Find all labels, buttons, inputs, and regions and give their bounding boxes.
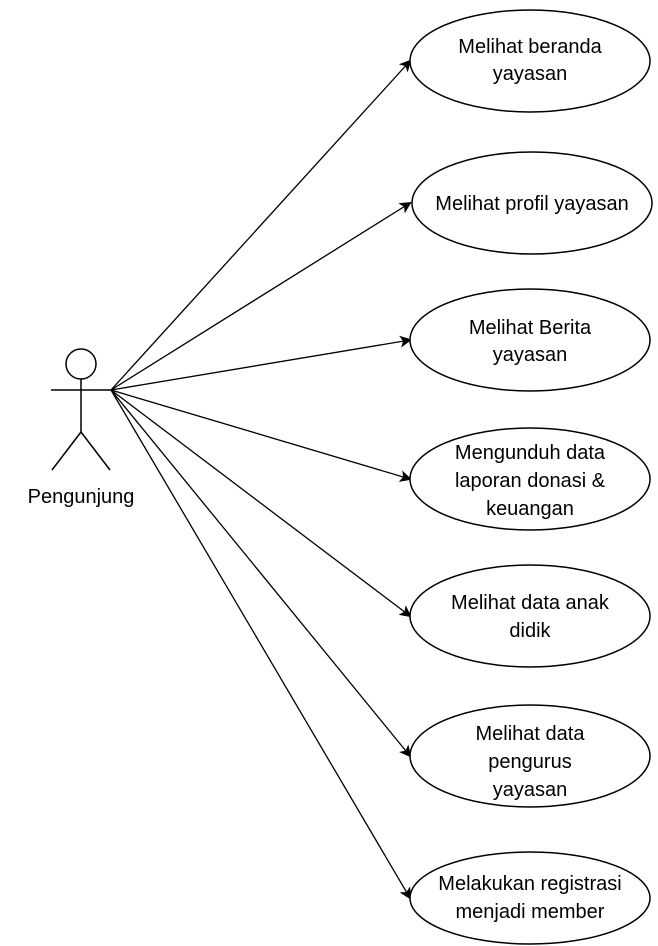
use-case-5-line-2: didik	[509, 620, 551, 642]
association-uc4	[110, 389, 412, 482]
use-case-1-line-1: Melihat beranda	[458, 36, 602, 58]
use-case-7-line-2: menjadi member	[456, 901, 605, 923]
actor-head	[65, 348, 97, 380]
associations	[110, 59, 412, 900]
use-case-6-line-1: Melihat data	[476, 723, 586, 745]
association-uc6	[110, 389, 412, 758]
actor-pengunjung: Pengunjung	[28, 348, 135, 508]
use-case-6-line-2: pengurus	[488, 751, 571, 773]
use-case-2-line-1: Melihat profil yayasan	[435, 193, 628, 215]
use-case-mengunduh-data: Mengunduh data laporan donasi & keuangan	[409, 427, 651, 531]
association-uc3	[110, 335, 412, 391]
actor-left-leg	[51, 431, 82, 471]
use-case-6-line-3: yayasan	[493, 779, 568, 801]
use-case-1-line-2: yayasan	[493, 63, 568, 85]
use-case-4-line-1: Mengunduh data	[455, 442, 606, 464]
use-case-5-line-1: Melihat data anak	[451, 592, 610, 614]
use-case-4-line-2: laporan donasi &	[455, 470, 606, 492]
association-uc5	[110, 389, 412, 618]
use-case-7-line-1: Melakukan registrasi	[438, 873, 621, 895]
association-uc1	[110, 59, 412, 391]
association-uc7	[110, 389, 412, 900]
use-case-3-line-2: yayasan	[493, 344, 568, 366]
association-uc2	[110, 201, 412, 391]
use-case-melihat-profil: Melihat profil yayasan	[411, 151, 653, 255]
actor-label: Pengunjung	[28, 486, 135, 508]
use-case-melihat-data-pengurus: Melihat data pengurus yayasan	[409, 704, 651, 808]
actor-right-leg	[80, 431, 111, 471]
use-case-melihat-beranda: Melihat beranda yayasan	[409, 9, 651, 113]
use-case-3-line-1: Melihat Berita	[469, 317, 592, 339]
use-case-melihat-data-anak-didik: Melihat data anak didik	[409, 564, 651, 668]
use-case-melakukan-registrasi: Melakukan registrasi menjadi member	[409, 851, 651, 945]
use-case-melihat-berita: Melihat Berita yayasan	[409, 288, 651, 392]
use-case-4-line-3: keuangan	[486, 498, 574, 520]
